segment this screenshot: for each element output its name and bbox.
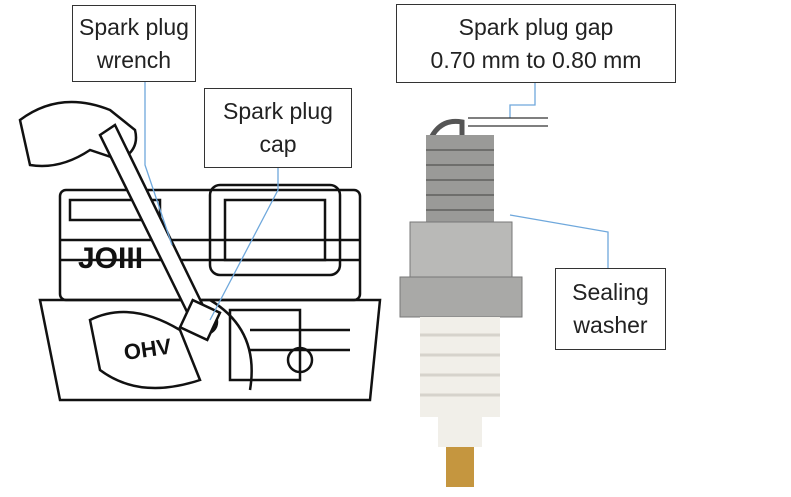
label-sealing-washer: Sealing washer: [555, 268, 666, 350]
label-spark-plug-gap: Spark plug gap 0.70 mm to 0.80 mm: [396, 4, 676, 83]
engine-illustration: [38, 183, 382, 402]
label-text: Spark plug: [79, 14, 189, 40]
engine-ohv-text: OHV: [122, 334, 173, 365]
label-text: Spark plug: [223, 98, 333, 124]
label-text: wrench: [96, 47, 172, 73]
label-spark-plug-cap: Spark plug cap: [204, 88, 352, 168]
engine-brand-text: JOIII: [78, 242, 143, 275]
label-text: cap: [259, 131, 297, 157]
spark-plug-illustration: [399, 118, 523, 487]
label-text: Spark plug gap: [458, 14, 614, 40]
leader-lines: [144, 82, 609, 321]
hand-and-wrench: [18, 100, 222, 342]
label-text: 0.70 mm to 0.80 mm: [430, 47, 642, 73]
label-spark-plug-wrench: Spark plug wrench: [72, 5, 196, 82]
gap-indicator-lines: [468, 117, 548, 127]
label-text: Sealing: [572, 279, 649, 305]
label-text: washer: [573, 312, 648, 338]
